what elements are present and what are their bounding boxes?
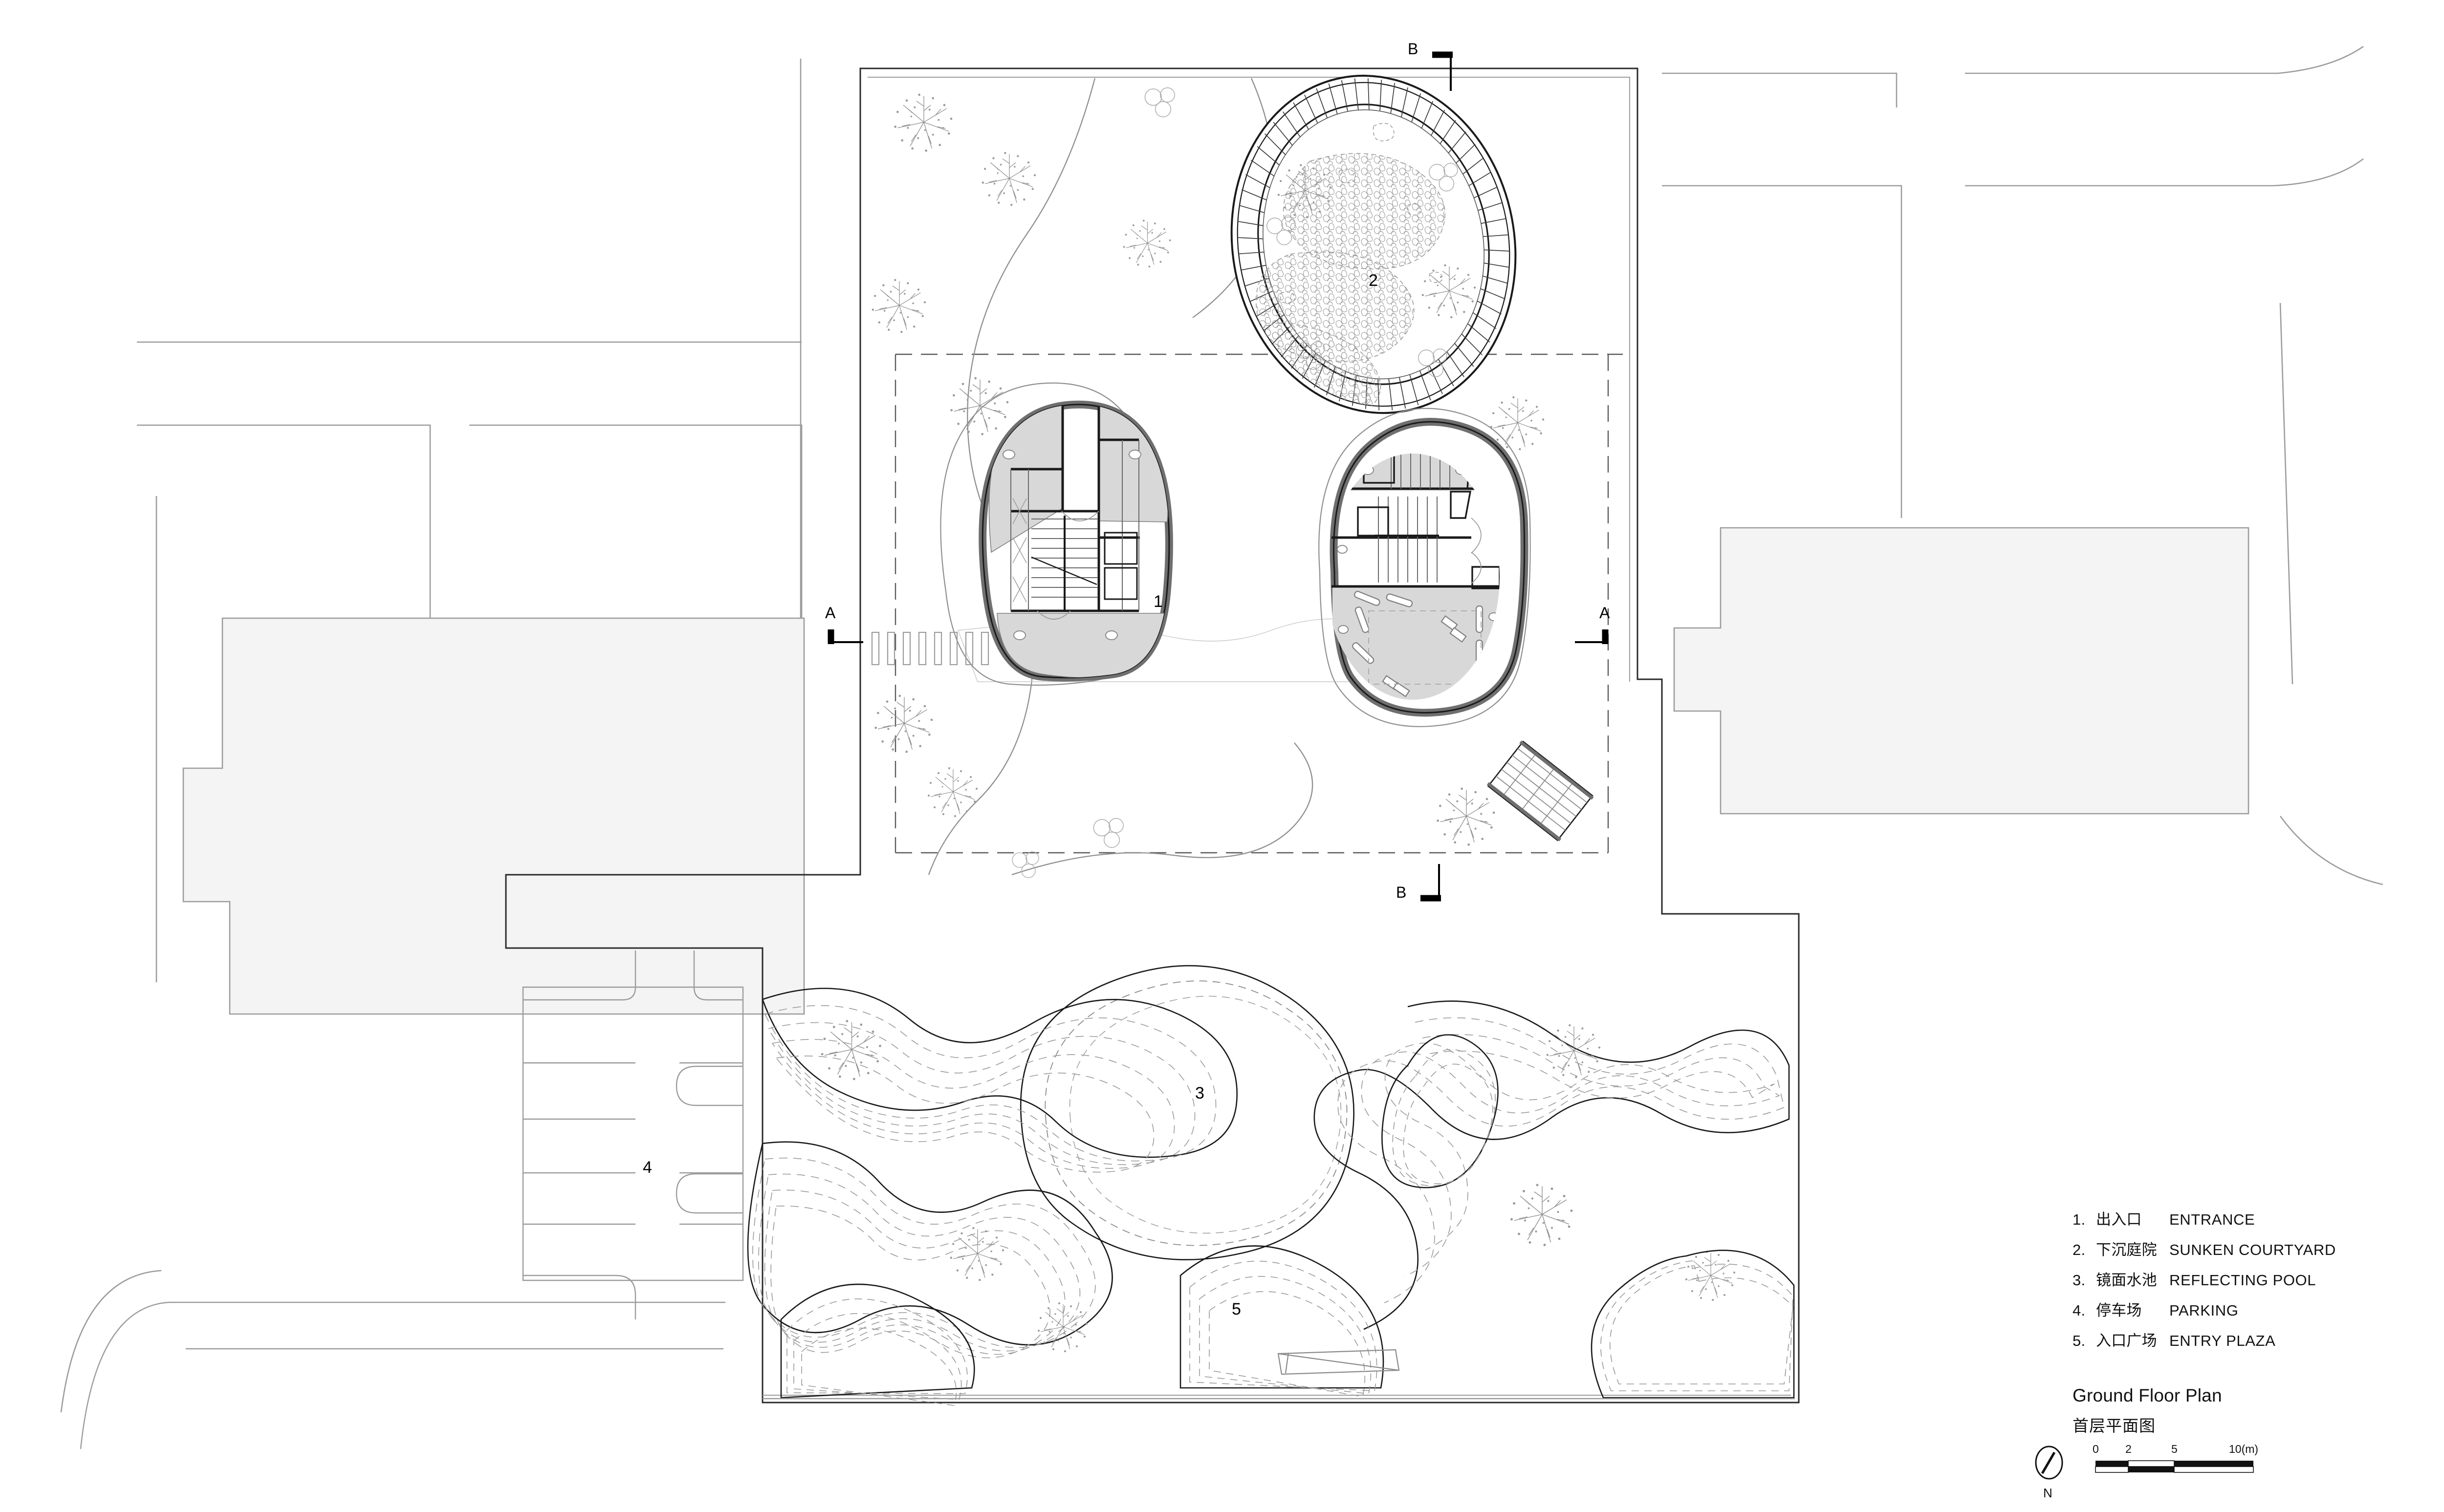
scale-tick-10: 10(m) — [2229, 1443, 2259, 1455]
parking-area — [522, 950, 744, 1319]
rock-garden — [1228, 123, 1476, 429]
legend-number: 5. — [2073, 1332, 2086, 1349]
legend-item-reflecting-pool: 3. 镜面水池 REFLECTING POOL — [2073, 1268, 2376, 1290]
section-label-B-top: B — [1408, 40, 1418, 58]
legend: 1. 出入口 ENTRANCE 2. 下沉庭院 SUNKEN COURTYARD… — [2073, 1207, 2376, 1359]
legend-item-sunken-courtyard: 2. 下沉庭院 SUNKEN COURTYARD — [2073, 1237, 2376, 1259]
legend-label-en: ENTRANCE — [2169, 1211, 2255, 1228]
drawing-title-en: Ground Floor Plan — [2073, 1385, 2222, 1405]
scale-tick-5: 5 — [2171, 1443, 2178, 1455]
landform-se — [1591, 1250, 1795, 1399]
parking-access-road — [80, 1301, 725, 1449]
drawing-title-cn: 首层平面图 — [2073, 1417, 2156, 1435]
callout-1: 1 — [1154, 592, 1163, 611]
section-label-A-left: A — [825, 604, 836, 622]
legend-item-parking: 4. 停车场 PARKING — [2073, 1298, 2376, 1320]
legend-label-en: REFLECTING POOL — [2169, 1272, 2316, 1289]
landform-central-island — [1381, 1034, 1499, 1188]
landform-plaza-mound — [1179, 1245, 1400, 1397]
section-marker-A-left — [828, 629, 863, 644]
landform-w — [747, 1141, 1113, 1359]
scale-tick-2: 2 — [2125, 1443, 2132, 1455]
legend-label-en: PARKING — [2169, 1302, 2239, 1319]
legend-label-cn: 镜面水池 — [2096, 1272, 2157, 1289]
scale-bar — [2095, 1460, 2254, 1473]
legend-label-en: ENTRY PLAZA — [2169, 1332, 2276, 1349]
legend-label-cn: 出入口 — [2096, 1211, 2142, 1228]
elevator-boxes — [1104, 532, 1138, 600]
legend-label-cn: 下沉庭院 — [2096, 1241, 2157, 1258]
stair-right-lower — [1375, 497, 1439, 583]
survey-dashed-lines — [895, 353, 1623, 854]
stair-left — [1031, 516, 1098, 610]
legend-number: 3. — [2073, 1272, 2086, 1289]
plaza-stage-element — [1277, 1349, 1400, 1375]
building-pod-right — [1318, 408, 1531, 727]
section-marker-B-top — [1432, 51, 1453, 91]
callout-3: 3 — [1195, 1084, 1204, 1102]
exterior-stair-diagonal — [1486, 740, 1594, 842]
legend-item-entry-plaza: 5. 入口广场 ENTRY PLAZA — [2073, 1328, 2376, 1350]
reflecting-pool — [1020, 965, 1354, 1261]
section-marker-B-bottom — [1420, 864, 1441, 902]
context-building-left — [182, 617, 805, 1015]
callout-4: 4 — [643, 1158, 652, 1177]
context-streets — [60, 45, 2383, 1413]
door-swing — [1471, 518, 1482, 584]
north-label: N — [2043, 1486, 2052, 1500]
section-label-A-right: A — [1599, 604, 1610, 622]
section-label-B-bottom: B — [1396, 884, 1407, 901]
entrance-louvers — [871, 631, 989, 666]
scale-tick-0: 0 — [2093, 1443, 2099, 1455]
title-block: Ground Floor Plan 首层平面图 — [2073, 1385, 2385, 1436]
legend-item-entrance: 1. 出入口 ENTRANCE — [2073, 1207, 2376, 1229]
site-boundary-inner — [763, 77, 1791, 1396]
parking-bays-left — [523, 1062, 635, 1225]
plaza-landform — [747, 965, 1795, 1406]
callout-2: 2 — [1369, 271, 1378, 290]
landform-ne — [1313, 1000, 1790, 1330]
legend-number: 4. — [2073, 1302, 2086, 1319]
legend-label-cn: 入口广场 — [2096, 1332, 2157, 1349]
legend-number: 2. — [2073, 1241, 2086, 1258]
north-arrow — [2035, 1446, 2063, 1480]
stair-right-upper — [1391, 454, 1450, 489]
site-boundary — [505, 67, 1800, 1404]
legend-label-en: SUNKEN COURTYARD — [2169, 1241, 2336, 1258]
legend-number: 1. — [2073, 1211, 2086, 1228]
section-marker-A-right — [1575, 629, 1609, 644]
door-swing — [1037, 511, 1099, 620]
context-building-right — [1673, 527, 2249, 815]
landform-sw-mound — [780, 1283, 975, 1406]
sunken-courtyard — [1228, 74, 1517, 429]
callout-5: 5 — [1232, 1300, 1241, 1318]
legend-label-cn: 停车场 — [2096, 1302, 2142, 1319]
landform-nw — [762, 988, 1238, 1173]
parking-bays-right — [679, 1062, 743, 1225]
